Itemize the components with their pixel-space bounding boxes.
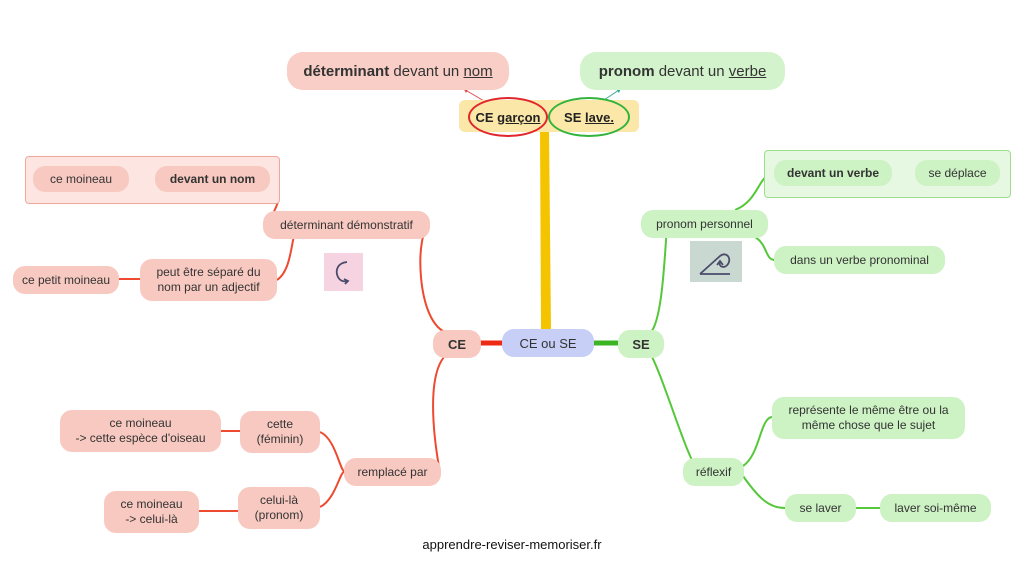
curved-arrow-icon <box>324 253 363 291</box>
footer-credit: apprendre-reviser-memoriser.fr <box>422 537 602 552</box>
pronom-bubble-bold: pronom <box>598 62 655 80</box>
celui-line-2: (pronom) <box>254 508 304 522</box>
pronom-personnel-node[interactable]: pronom personnel <box>641 210 768 238</box>
represente-node[interactable]: représente le même être ou la même chose… <box>772 397 965 439</box>
peut-etre-separe-node[interactable]: peut être séparé du nom par un adjectif <box>140 259 277 301</box>
reflexif-to-represente-link <box>742 416 773 467</box>
reflexif-to-se-laver-link <box>742 475 786 509</box>
celui-line-1: celui-là <box>259 493 298 507</box>
remplace-to-cette-link <box>319 431 345 472</box>
ex-celui-line-2: -> celui-là <box>125 512 178 526</box>
cette-line-2: (féminin) <box>256 432 304 446</box>
verbe-pronominal-node[interactable]: dans un verbe pronominal <box>774 246 945 274</box>
curved-arrow-svg <box>335 261 350 285</box>
ce-moineau-node[interactable]: ce moineau <box>33 166 129 192</box>
ex-cette-line-1: ce moineau <box>109 416 172 430</box>
determinant-bubble: déterminant devant un nom <box>287 52 509 90</box>
celui-la-node[interactable]: celui-là (pronom) <box>238 487 320 529</box>
se-to-pron-perso-link <box>649 224 669 334</box>
se-example-a: SE <box>564 109 586 125</box>
se-example-b: lave. <box>585 109 614 125</box>
loop-arrow-svg <box>699 252 731 275</box>
se-lave-example: SE lave. <box>548 97 630 137</box>
ce-petit-moineau-node[interactable]: ce petit moineau <box>13 266 119 294</box>
ce-example-b: garçon <box>497 109 541 125</box>
pronom-bubble: pronom devant un verbe <box>580 52 785 90</box>
se-laver-node[interactable]: se laver <box>785 494 856 522</box>
peut-etre-line-2: nom par un adjectif <box>157 280 260 294</box>
se-hub[interactable]: SE <box>618 330 664 358</box>
reflexif-node[interactable]: réflexif <box>683 458 744 486</box>
determinant-demonstratif-node[interactable]: déterminant démonstratif <box>263 211 430 239</box>
laver-soi-meme-node[interactable]: laver soi-même <box>880 494 991 522</box>
ex-celui-node[interactable]: ce moineau -> celui-là <box>104 491 199 533</box>
cette-node[interactable]: cette (féminin) <box>240 411 320 453</box>
determinant-bubble-mid: devant un <box>389 62 464 80</box>
ex-cette-node[interactable]: ce moineau -> cette espèce d'oiseau <box>60 410 221 452</box>
top-stem <box>540 128 551 330</box>
peut-etre-line-1: peut être séparé du <box>156 265 261 279</box>
pron-perso-to-pronominal-link <box>754 236 776 261</box>
ex-celui-line-1: ce moineau <box>120 497 183 511</box>
center-node[interactable]: CE ou SE <box>502 329 594 357</box>
remplace-par-node[interactable]: remplacé par <box>344 458 441 486</box>
determinant-bubble-ul: nom <box>463 62 493 80</box>
ce-garcon-example: CE garçon <box>468 97 548 137</box>
se-to-reflexif-link <box>649 352 701 472</box>
cette-line-1: cette <box>266 417 293 431</box>
devant-nom-node[interactable]: devant un nom <box>155 166 270 192</box>
represente-line-2: même chose que le sujet <box>801 418 936 432</box>
ce-to-det-link <box>419 225 449 334</box>
ce-example-a: CE <box>475 109 498 125</box>
devant-verbe-node[interactable]: devant un verbe <box>774 160 892 186</box>
remplace-to-celui-link <box>319 471 345 508</box>
ce-hub[interactable]: CE <box>433 330 481 358</box>
ce-to-remplace-link <box>432 352 449 473</box>
pronom-bubble-mid: devant un <box>654 62 729 80</box>
loop-arrow-icon <box>690 241 742 282</box>
represente-line-1: représente le même être ou la <box>788 403 949 417</box>
determinant-bubble-bold: déterminant <box>303 62 390 80</box>
ex-cette-line-2: -> cette espèce d'oiseau <box>75 431 206 445</box>
se-deplace-node[interactable]: se déplace <box>915 160 1000 186</box>
pronom-bubble-ul: verbe <box>728 62 767 80</box>
